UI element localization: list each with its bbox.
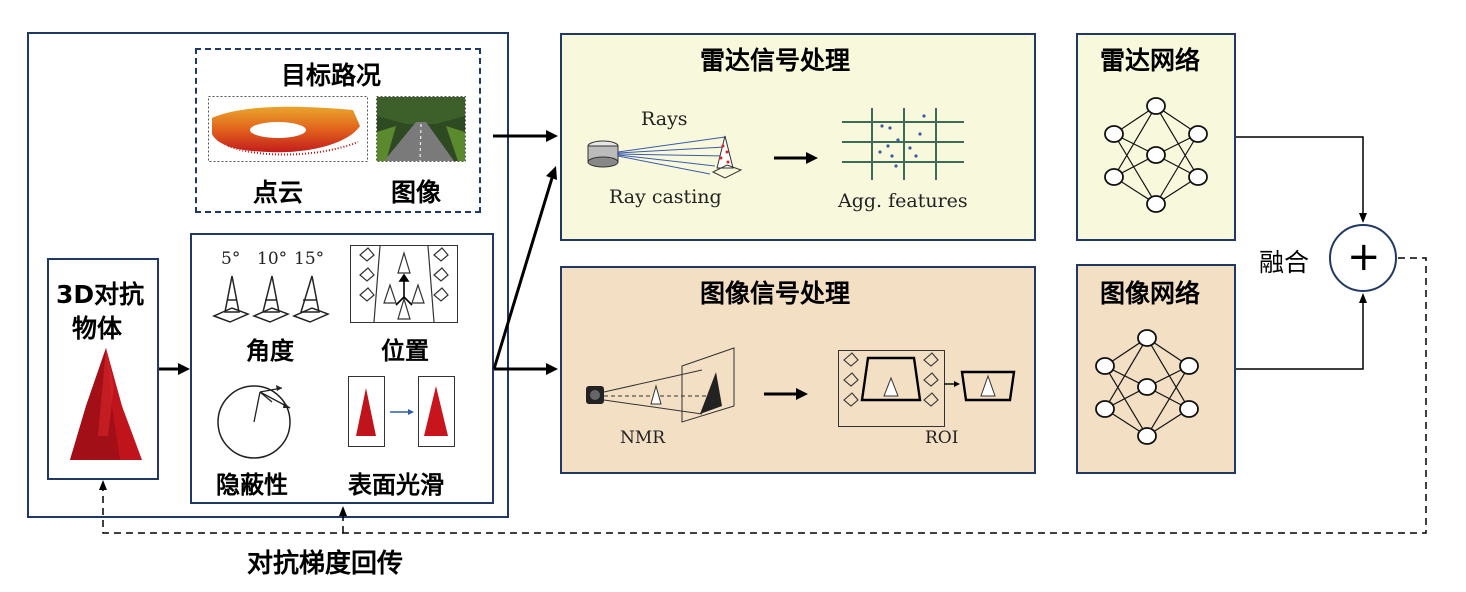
ray-casting-diagram (587, 135, 743, 179)
adversarial-object-label-1: 3D对抗 (56, 280, 145, 309)
radar-network-icon (1104, 97, 1208, 213)
image-processing-title: 图像信号处理 (700, 279, 851, 308)
surface-smooth-icon (348, 376, 455, 447)
red-cone-object (70, 348, 142, 460)
surface-smooth-label: 表面光滑 (348, 471, 444, 499)
target-scene-title: 目标路况 (281, 61, 382, 90)
roi-diagram (838, 350, 1016, 427)
agg-features-grid (842, 108, 964, 180)
rays-label: Rays (641, 108, 688, 130)
angle-cones-icon (212, 275, 330, 323)
position-label: 位置 (381, 337, 429, 365)
angle-tick-15: 15° (294, 249, 325, 269)
point-cloud-image (208, 96, 368, 162)
point-cloud-label: 点云 (253, 178, 304, 207)
roi-label: ROI (925, 428, 959, 448)
nmr-label: NMR (620, 428, 666, 448)
angle-label: 角度 (246, 337, 294, 365)
position-icon (350, 245, 458, 323)
image-network-icon (1095, 329, 1199, 445)
radar-processing-panel (560, 33, 1036, 241)
left-panel (27, 32, 509, 518)
feedback-label: 对抗梯度回传 (247, 549, 404, 579)
arrow-radar-mid (774, 152, 818, 164)
angle-tick-10: 10° (257, 249, 288, 269)
nmr-diagram (586, 347, 735, 423)
image-processing-panel (560, 266, 1036, 474)
image-label: 图像 (391, 178, 442, 207)
target-scene-box (195, 48, 481, 213)
occlusion-label: 隐蔽性 (216, 471, 288, 499)
occlusion-icon (217, 385, 291, 459)
road-camera-image (376, 96, 466, 162)
radar-network-title: 雷达网络 (1100, 46, 1201, 75)
fusion-label: 融合 (1259, 248, 1310, 277)
fusion-plus-icon: + (1347, 234, 1381, 280)
adversarial-object-box (47, 258, 159, 480)
agg-features-label: Agg. features (838, 190, 968, 212)
angle-tick-5: 5° (221, 249, 241, 269)
arrow-image-mid (764, 388, 808, 400)
fusion-node (1329, 224, 1397, 292)
ray-casting-label: Ray casting (609, 186, 722, 208)
adversarial-object-label-2: 物体 (72, 314, 123, 343)
radar-processing-title: 雷达信号处理 (700, 46, 851, 75)
image-network-title: 图像网络 (1100, 279, 1201, 308)
